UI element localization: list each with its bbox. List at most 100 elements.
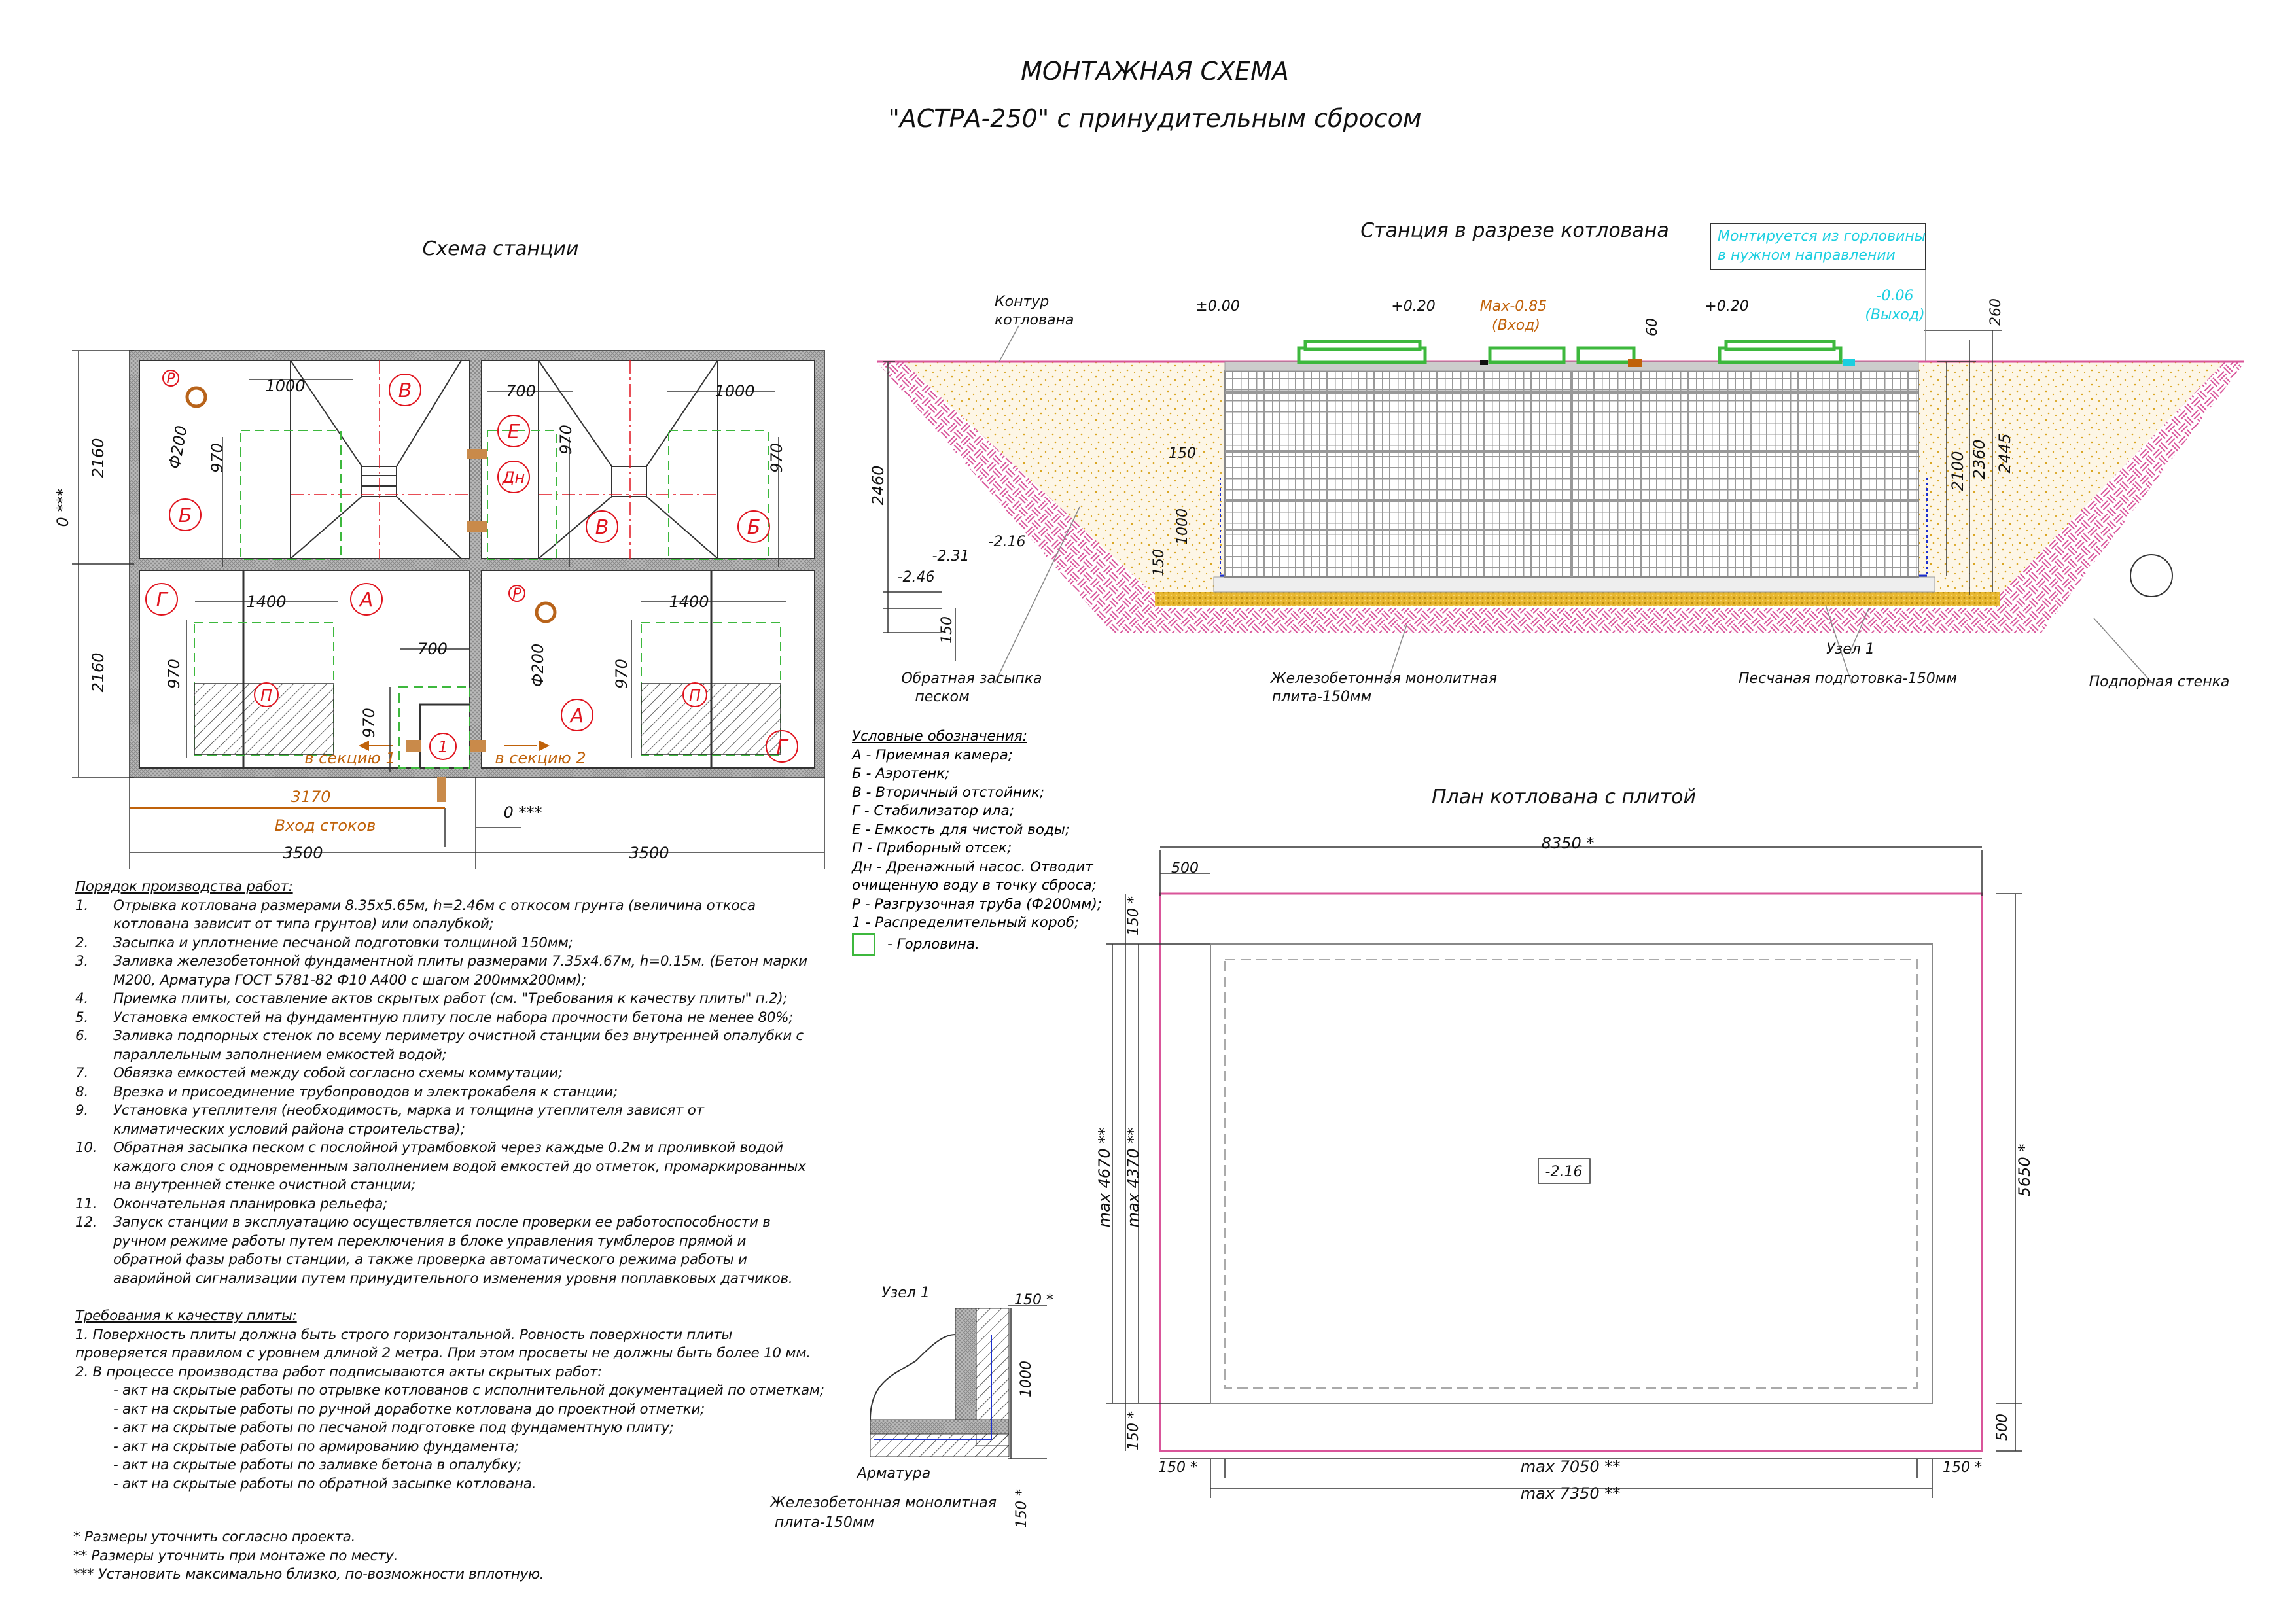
- works-item: 1.Отрывка котлована размерами 8.35х5.65м…: [75, 897, 860, 916]
- works-item: 6.Заливка подпорных стенок по всему пери…: [75, 1027, 860, 1046]
- legend-item: 1 - Распределительный короб;: [852, 915, 1080, 931]
- works-item-text: на внутренней стенке очистной станции;: [113, 1177, 415, 1193]
- label-p-instr: П: [689, 686, 701, 705]
- works-item: параллельным заполнением емкостей водой;: [75, 1046, 860, 1065]
- dim: 2360: [1970, 439, 1988, 479]
- label-a: А: [359, 589, 374, 612]
- act-item: - акт на скрытые работы по обратной засы…: [113, 1475, 537, 1492]
- contour-label: котлована: [995, 312, 1074, 328]
- footnote: * Размеры уточнить согласно проекта.: [73, 1529, 356, 1545]
- dim: 970: [768, 443, 786, 473]
- legend-manhole-label: - Горловина.: [887, 935, 980, 952]
- section-title: Станция в разрезе котлована: [1360, 219, 1669, 242]
- works-item: 9.Установка утеплителя (необходимость, м…: [75, 1102, 860, 1121]
- quality-p2: 2. В процессе производства работ подписы…: [75, 1363, 603, 1380]
- works-item: на внутренней стенке очистной станции;: [75, 1176, 860, 1195]
- dim: 150 *: [1125, 1411, 1142, 1450]
- works-item-number: 3.: [75, 953, 88, 969]
- level-mark: -2.16: [989, 534, 1026, 550]
- dim: 970: [208, 443, 226, 473]
- dim: 1400: [246, 593, 286, 611]
- works-item-text: котлована зависит от типа грунтов) или о…: [113, 916, 494, 932]
- level-mark: -0.06: [1877, 288, 1914, 304]
- label-p: Р: [512, 586, 521, 602]
- level-mark: +0.20: [1704, 298, 1748, 315]
- dim: 700: [417, 640, 448, 658]
- label-e: Е: [508, 421, 520, 444]
- works-item-number: [75, 1121, 113, 1140]
- works-item: 12.Запуск станции в эксплуатацию осущест…: [75, 1213, 860, 1232]
- legend-item: Р - Разгрузочная труба (Ф200мм);: [852, 896, 1103, 913]
- relief-pipe-icon: [185, 386, 207, 408]
- dim: 700: [506, 382, 536, 400]
- legend-item-manhole: - Горловина.: [852, 932, 1102, 956]
- dim: 2445: [1996, 433, 2014, 473]
- works-item: 8.Врезка и присоединение трубопроводов и…: [75, 1083, 860, 1102]
- level-mark: (Вход): [1492, 317, 1540, 334]
- works-item-number: [75, 1046, 113, 1065]
- node-1-detail: Узел 1 150 * 1000 Арматура Железобетонна…: [769, 1285, 1053, 1531]
- dim: 1000: [1174, 508, 1191, 545]
- drawing-title: МОНТАЖНАЯ СХЕМА: [1021, 57, 1289, 86]
- contour-label: Контур: [995, 294, 1049, 310]
- act-item: - акт на скрытые работы по песчаной подг…: [113, 1420, 674, 1436]
- drawing-subtitle: "АСТРА-250" с принудительным сбросом: [888, 104, 1421, 133]
- works-item-number: 7.: [75, 1065, 88, 1081]
- act-item: - акт на скрытые работы по отрывке котло…: [113, 1382, 824, 1399]
- dim: 150 *: [1943, 1459, 1982, 1476]
- dim: 970: [360, 708, 378, 738]
- quality-title: Требования к качеству плиты:: [75, 1308, 297, 1324]
- works-item-text: Врезка и присоединение трубопроводов и э…: [113, 1083, 618, 1100]
- legend-item: В - Вторичный отстойник;: [852, 784, 1045, 801]
- dim: max 7050 **: [1521, 1457, 1621, 1476]
- works-item-number: 5.: [75, 1009, 88, 1026]
- section-labels: Монтируется из горловины в нужном направ…: [869, 228, 2229, 705]
- dim: 1000: [1018, 1361, 1034, 1397]
- works-item: обратной фазы работы станции, а также пр…: [75, 1251, 860, 1270]
- dim: 2160: [89, 438, 107, 478]
- works-item-text: Запуск станции в эксплуатацию осуществля…: [113, 1214, 771, 1230]
- works-item-text: Приемка плиты, составление актов скрытых…: [113, 990, 788, 1007]
- works-item-text: Обвязка емкостей между собой согласно сх…: [113, 1065, 563, 1081]
- level-mark: ±0.00: [1195, 298, 1239, 315]
- flow-label: в секцию 2: [495, 749, 586, 767]
- dim: 150 *: [1158, 1459, 1197, 1476]
- dim: 500: [1171, 860, 1199, 877]
- dim: 0 ***: [504, 803, 542, 822]
- dim: 970: [612, 659, 631, 689]
- legend: Условные обозначения: А - Приемная камер…: [852, 727, 1102, 956]
- works-item-number: 2.: [75, 934, 88, 951]
- level-mark: -2.46: [898, 569, 935, 585]
- dim: 2160: [89, 652, 107, 692]
- works-item: аварийной сигнализации путем принудитель…: [75, 1270, 860, 1289]
- works-item: 5.Установка емкостей на фундаментную пли…: [75, 1009, 860, 1028]
- backfill-label: песком: [915, 689, 969, 705]
- works-title: Порядок производства работ:: [75, 879, 293, 895]
- dim: 260: [1988, 298, 2004, 326]
- node-label: Узел 1: [1826, 641, 1875, 657]
- legend-item: очищенную воду в точку сброса;: [852, 877, 1097, 894]
- node-title: Узел 1: [881, 1285, 930, 1301]
- backfill-label: Обратная засыпка: [901, 671, 1042, 687]
- works-item: 11.Окончательная планировка рельефа;: [75, 1195, 860, 1214]
- dim: 3500: [283, 844, 323, 862]
- label-box-1: 1: [438, 738, 448, 756]
- level-mark: +0.20: [1391, 298, 1435, 315]
- works-item-number: 9.: [75, 1102, 88, 1119]
- label-b: Б: [179, 504, 192, 527]
- works-item: 10.Обратная засыпка песком с послойной у…: [75, 1139, 860, 1158]
- dim: 0 ***: [54, 489, 72, 527]
- works-item: 7. Обвязка емкостей между собой согласно …: [75, 1064, 860, 1083]
- label-a: А: [569, 705, 584, 727]
- label-p-instr: П: [260, 686, 272, 705]
- label-v: В: [595, 516, 609, 539]
- dim: 8350 *: [1542, 834, 1595, 852]
- works-item-text: параллельным заполнением емкостей водой;: [113, 1046, 447, 1063]
- works-item-text: климатических условий района строительст…: [113, 1121, 465, 1138]
- wall-label: Подпорная стенка: [2089, 674, 2230, 690]
- legend-item: П - Приборный отсек;: [852, 840, 1012, 856]
- works-item-text: Окончательная планировка рельефа;: [113, 1195, 388, 1212]
- inlet-label: Вход стоков: [275, 816, 376, 835]
- mount-note: Монтируется из горловины: [1718, 228, 1926, 245]
